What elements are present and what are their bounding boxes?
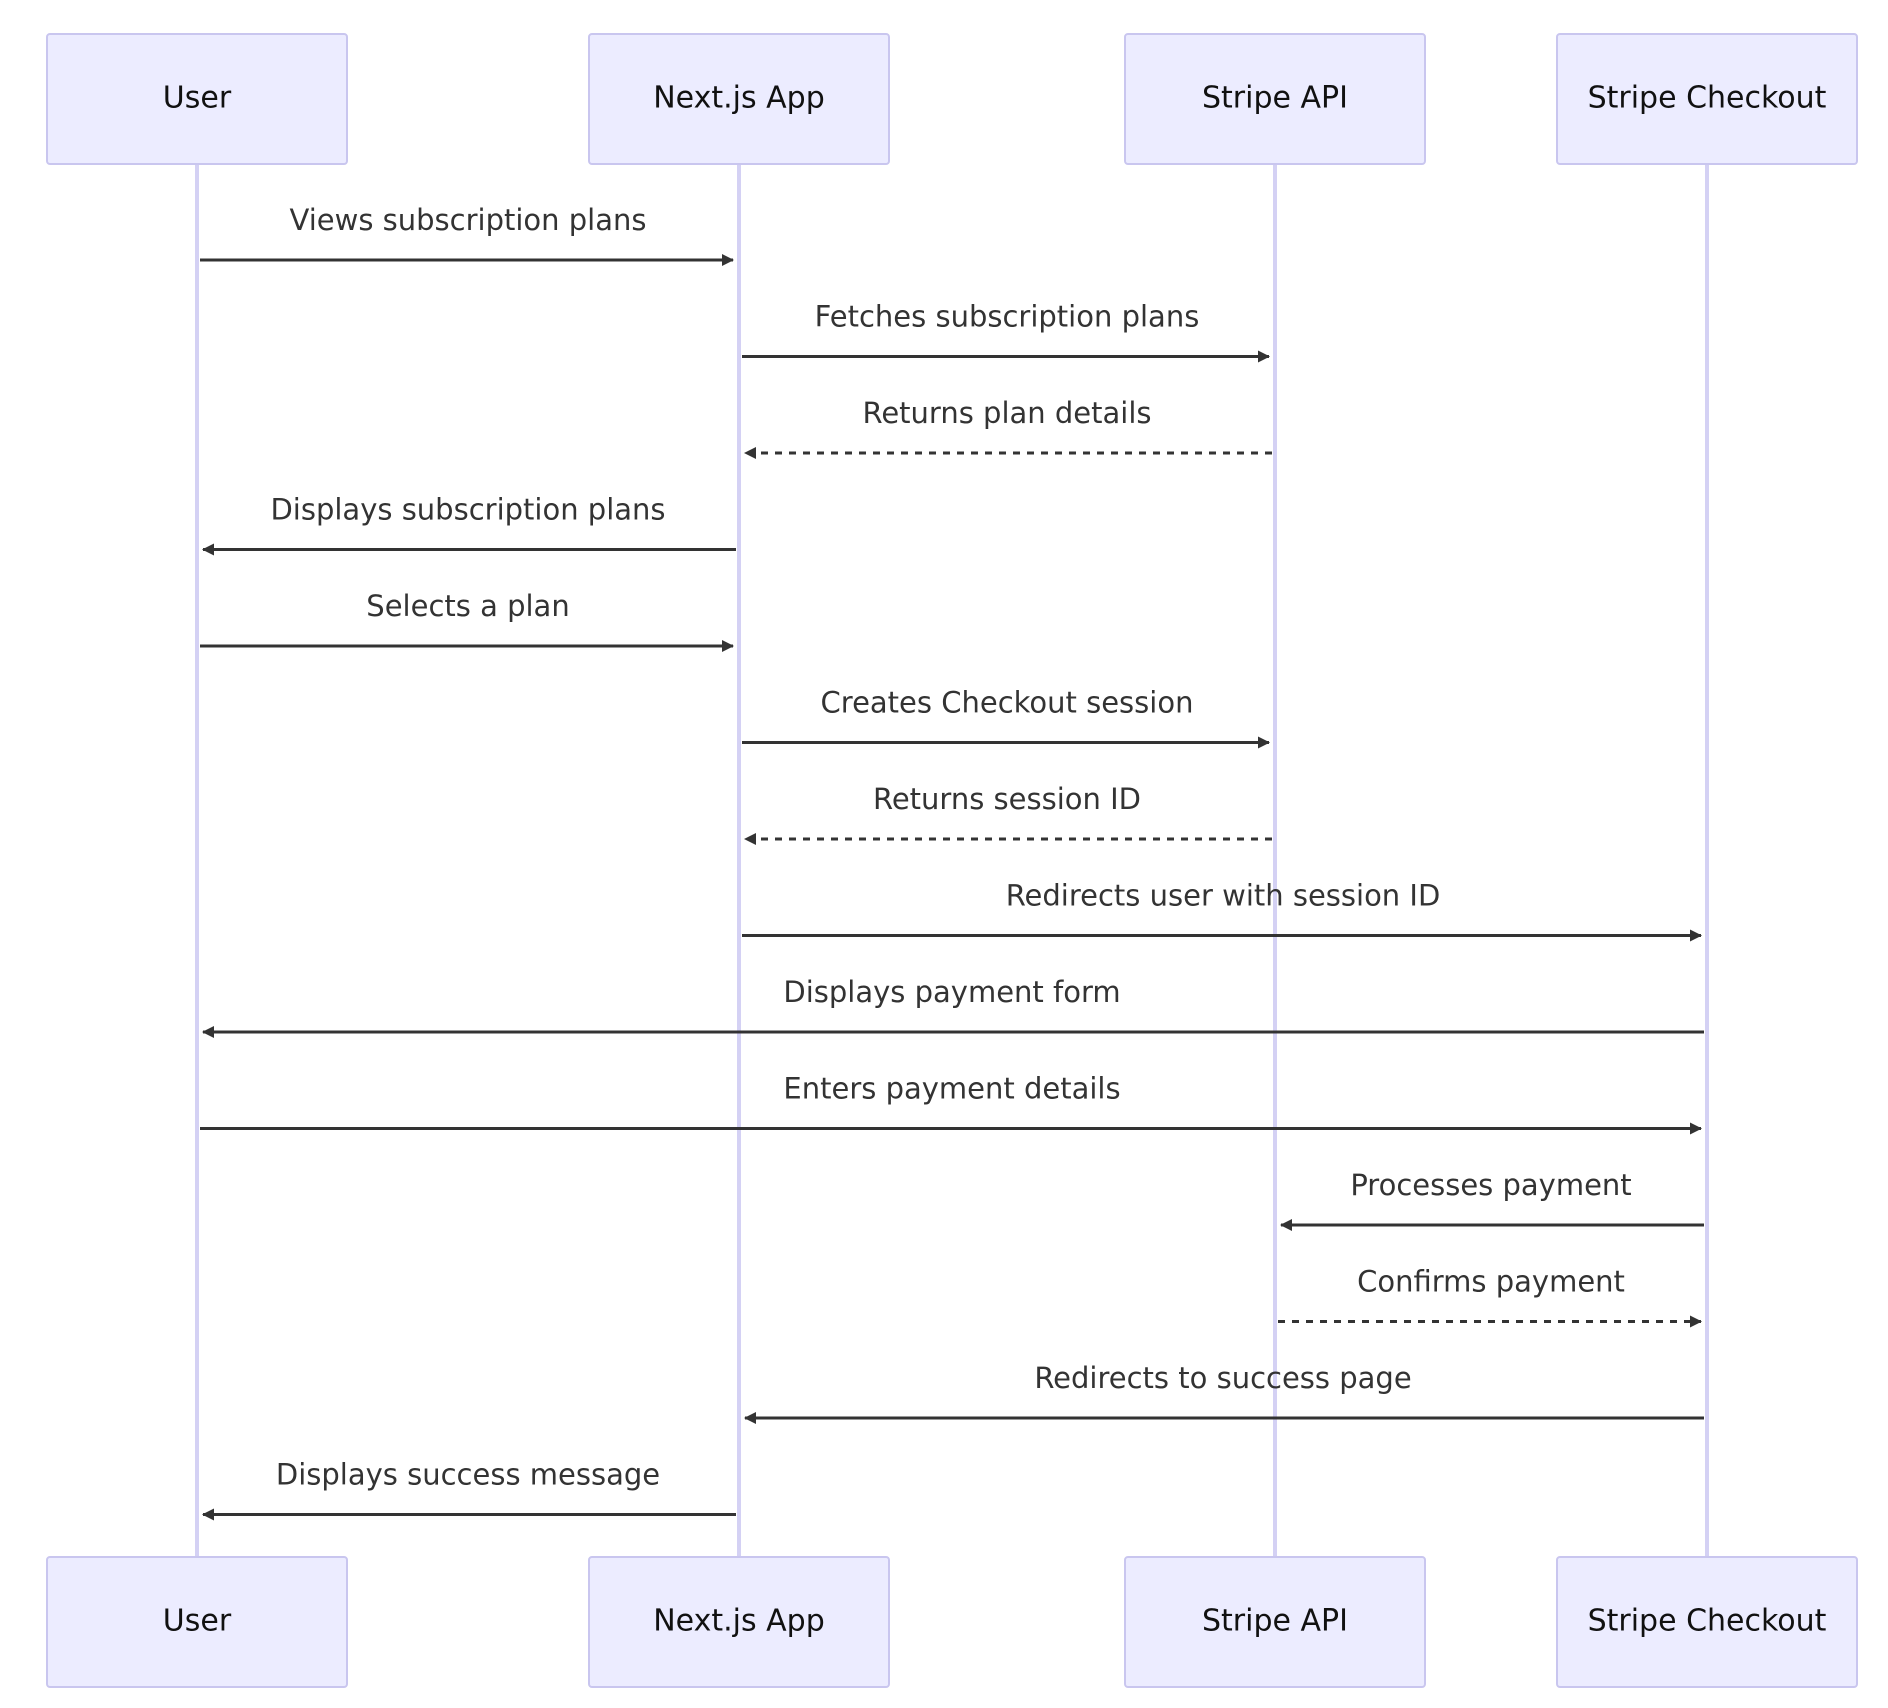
actor-box (1124, 1556, 1426, 1688)
actor-label: User (163, 81, 232, 116)
message-8: Redirects user with session ID (742, 879, 1702, 942)
actor-checkout-bottom: Stripe Checkout (1556, 1556, 1858, 1688)
message-label: Fetches subscription plans (815, 300, 1200, 334)
actor-label: Stripe Checkout (1588, 1604, 1827, 1639)
message-label: Redirects to success page (1034, 1361, 1411, 1395)
actor-user-top: User (46, 33, 348, 165)
message-label: Displays subscription plans (270, 493, 665, 527)
message-label: Enters payment details (783, 1072, 1120, 1106)
message-label: Displays success message (276, 1458, 660, 1492)
actor-box (46, 33, 348, 165)
message-7: Returns session ID (744, 782, 1272, 845)
message-10: Enters payment details (200, 1072, 1702, 1135)
actor-box (46, 1556, 348, 1688)
message-5: Selects a plan (200, 589, 734, 652)
actor-api-bottom: Stripe API (1124, 1556, 1426, 1688)
actor-api-top: Stripe API (1124, 33, 1426, 165)
message-label: Views subscription plans (290, 203, 647, 237)
message-6: Creates Checkout session (742, 686, 1270, 749)
actor-box (1124, 33, 1426, 165)
message-2: Fetches subscription plans (742, 300, 1270, 363)
lifelines (195, 164, 1709, 1557)
message-3: Returns plan details (744, 396, 1272, 459)
message-11: Processes payment (1280, 1168, 1704, 1231)
message-12: Confirms payment (1278, 1265, 1702, 1328)
actor-checkout-top: Stripe Checkout (1556, 33, 1858, 165)
message-1: Views subscription plans (200, 203, 734, 266)
message-9: Displays payment form (202, 975, 1704, 1038)
actor-label: Stripe Checkout (1588, 81, 1827, 116)
actor-label: Next.js App (653, 1604, 825, 1639)
actor-label: Next.js App (653, 81, 825, 116)
actor-box (588, 33, 890, 165)
actor-app-top: Next.js App (588, 33, 890, 165)
actor-app-bottom: Next.js App (588, 1556, 890, 1688)
actor-box (1556, 33, 1858, 165)
actor-user-bottom: User (46, 1556, 348, 1688)
actor-label: Stripe API (1202, 1604, 1348, 1639)
message-label: Returns session ID (873, 782, 1141, 816)
message-label: Confirms payment (1357, 1265, 1625, 1299)
message-label: Displays payment form (783, 975, 1120, 1009)
message-label: Creates Checkout session (821, 686, 1194, 720)
message-label: Processes payment (1350, 1168, 1631, 1202)
message-4: Displays subscription plans (202, 493, 736, 556)
message-13: Redirects to success page (744, 1361, 1704, 1424)
actor-box (1556, 1556, 1858, 1688)
message-label: Redirects user with session ID (1006, 879, 1441, 913)
message-14: Displays success message (202, 1458, 736, 1521)
actor-label: User (163, 1604, 232, 1639)
message-label: Selects a plan (366, 589, 569, 623)
actor-label: Stripe API (1202, 81, 1348, 116)
message-label: Returns plan details (862, 396, 1151, 430)
actor-box (588, 1556, 890, 1688)
